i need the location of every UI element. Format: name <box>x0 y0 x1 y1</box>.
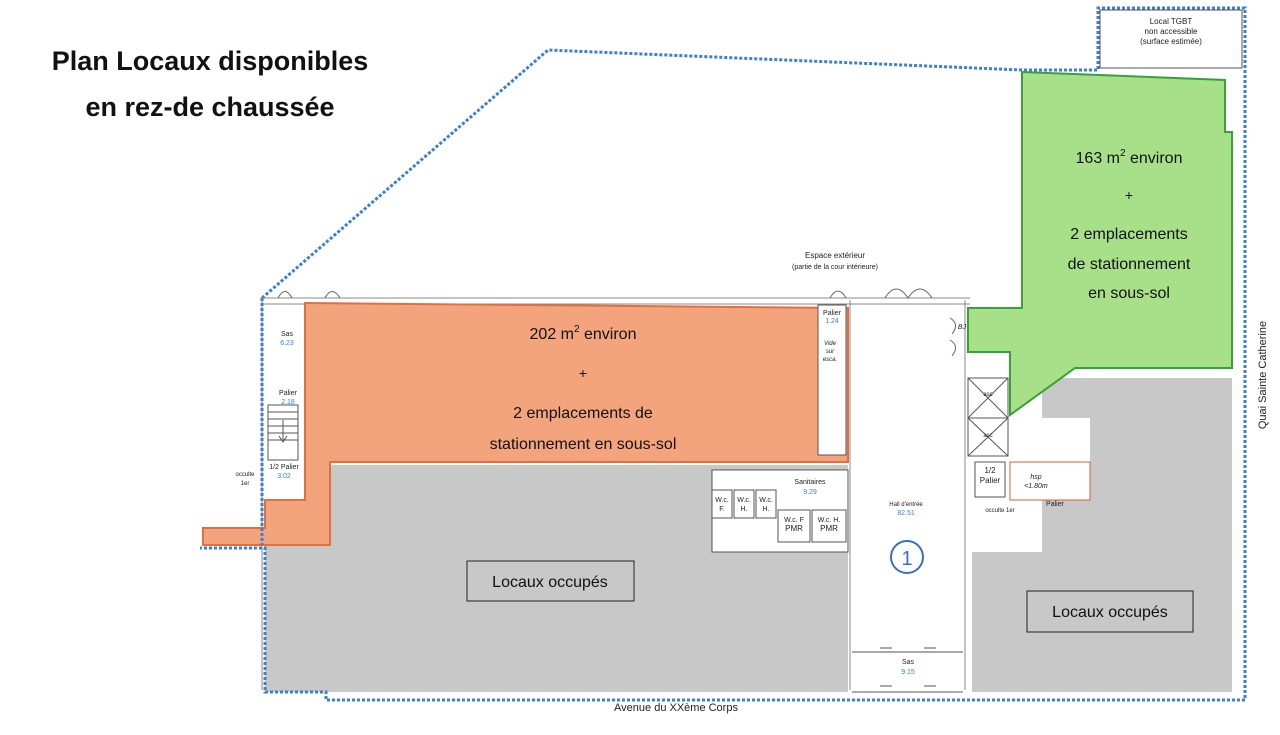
street-right-label: Quai Sainte Catherine <box>1257 321 1269 429</box>
vide-label-2: sur <box>826 349 835 355</box>
wc-h2-label-1: W.c. <box>759 497 773 504</box>
entrance-circle <box>890 540 924 574</box>
elevator-shafts <box>967 377 1009 457</box>
asc-label-1: asc <box>983 392 992 398</box>
available-zone-202 <box>202 301 849 546</box>
wc-h1-label-2: H. <box>741 506 748 513</box>
sanitaires-label: Sanitaires <box>794 479 826 486</box>
palier-right-label: Palier <box>1046 501 1065 508</box>
tgbt-room <box>1099 9 1243 69</box>
plan-title: Plan Locaux disponibles en rez-de chauss… <box>30 38 390 130</box>
espace-label-1: Espace extérieur <box>805 251 865 260</box>
sas-bottom-value: 9.15 <box>901 669 915 676</box>
wc-h2-label-2: H. <box>763 506 770 513</box>
occupied-label-left: Locaux occupés <box>492 574 608 591</box>
left-stairs <box>267 404 299 461</box>
occupied-zone-right <box>972 378 1232 692</box>
wc-f-label-1: W.c. <box>715 497 729 504</box>
zone-202-area: 202 m2 environ <box>530 324 637 343</box>
vide-label-1: Vide <box>824 341 837 347</box>
sas-bottom-label: Sas <box>902 659 915 666</box>
zone-163-line1: 2 emplacements <box>1070 226 1187 243</box>
hsp-label: hsp <box>1030 474 1041 481</box>
sas-left-label: Sas <box>281 331 294 338</box>
espace-label-2: (partie de la cour intérieure) <box>792 264 878 271</box>
zone-163-plus: + <box>1125 187 1133 203</box>
zone-163-line2: de stationnement <box>1068 256 1191 273</box>
occupied-label-right: Locaux occupés <box>1052 604 1168 621</box>
palier-mid-value: 1.24 <box>825 318 839 325</box>
half-palier-right-1: 1/2 <box>984 466 996 475</box>
small-labels: Local TGBT non accessible (surface estim… <box>235 17 1202 676</box>
wc-f-pmr-label-2: PMR <box>785 524 803 533</box>
occupied-zones <box>265 378 1232 692</box>
occupied-zone-left <box>265 465 848 692</box>
zone-202-plus: + <box>579 365 587 381</box>
tgbt-label-1: Local TGBT <box>1150 17 1193 26</box>
hsp-value: <1.80m <box>1024 483 1048 490</box>
palier-left-label: Palier <box>279 390 298 397</box>
occulte-left-floor: 1er <box>241 481 250 487</box>
title-line-2: en rez-de chaussée <box>85 92 335 122</box>
bj-label: BJ <box>958 324 967 331</box>
zone-202-line1: 2 emplacements de <box>513 405 653 422</box>
hall-value: 82.51 <box>897 510 915 517</box>
tgbt-label-3: (surface estimée) <box>1140 37 1202 46</box>
property-boundary <box>200 6 1247 702</box>
occulte-left-label: occulte <box>235 472 255 478</box>
street-bottom-label: Avenue du XXème Corps <box>614 702 738 714</box>
palier-vide-box <box>817 304 847 456</box>
wc-f-label-2: F. <box>719 506 725 513</box>
half-palier-left-label: 1/2 Palier <box>269 464 299 471</box>
hall-label: Hall d'entrée <box>889 502 923 508</box>
right-half-palier-box <box>974 461 1006 498</box>
wc-h-pmr-label-2: PMR <box>820 524 838 533</box>
tgbt-label-2: non accessible <box>1145 27 1198 36</box>
vide-label-3: esca. <box>823 357 837 363</box>
right-hsp-box <box>1009 461 1091 501</box>
half-palier-right-2: Palier <box>980 476 1001 485</box>
zone-163-area: 163 m2 environ <box>1076 148 1183 167</box>
occupied-label-box-left <box>466 560 635 602</box>
palier-left-value: 2.18 <box>281 399 295 406</box>
sas-left-value: 6.23 <box>280 340 294 347</box>
available-zone-163 <box>967 70 1233 417</box>
half-palier-left-value: 3.02 <box>277 473 291 480</box>
zone-163-line3: en sous-sol <box>1088 285 1170 302</box>
sanitaires-value: 9.29 <box>803 489 817 496</box>
wc-h1-label-1: W.c. <box>737 497 751 504</box>
entrance-circle-number: 1 <box>901 548 912 570</box>
sas-bottom-block <box>852 647 963 693</box>
zone-202-line2: stationnement en sous-sol <box>490 436 677 453</box>
door-arcs <box>277 288 956 357</box>
title-line-1: Plan Locaux disponibles <box>51 46 369 76</box>
palier-mid-label: Palier <box>823 310 842 317</box>
wc-f-pmr-label-1: W.c. F <box>784 517 804 524</box>
asc-label-2: asc <box>983 433 992 439</box>
sanitaires-block <box>711 469 849 553</box>
wc-h-pmr-label-1: W.c. H. <box>818 517 841 524</box>
occupied-label-box-right <box>1026 590 1194 633</box>
occulte-right-label: occulte 1er <box>985 508 1014 514</box>
